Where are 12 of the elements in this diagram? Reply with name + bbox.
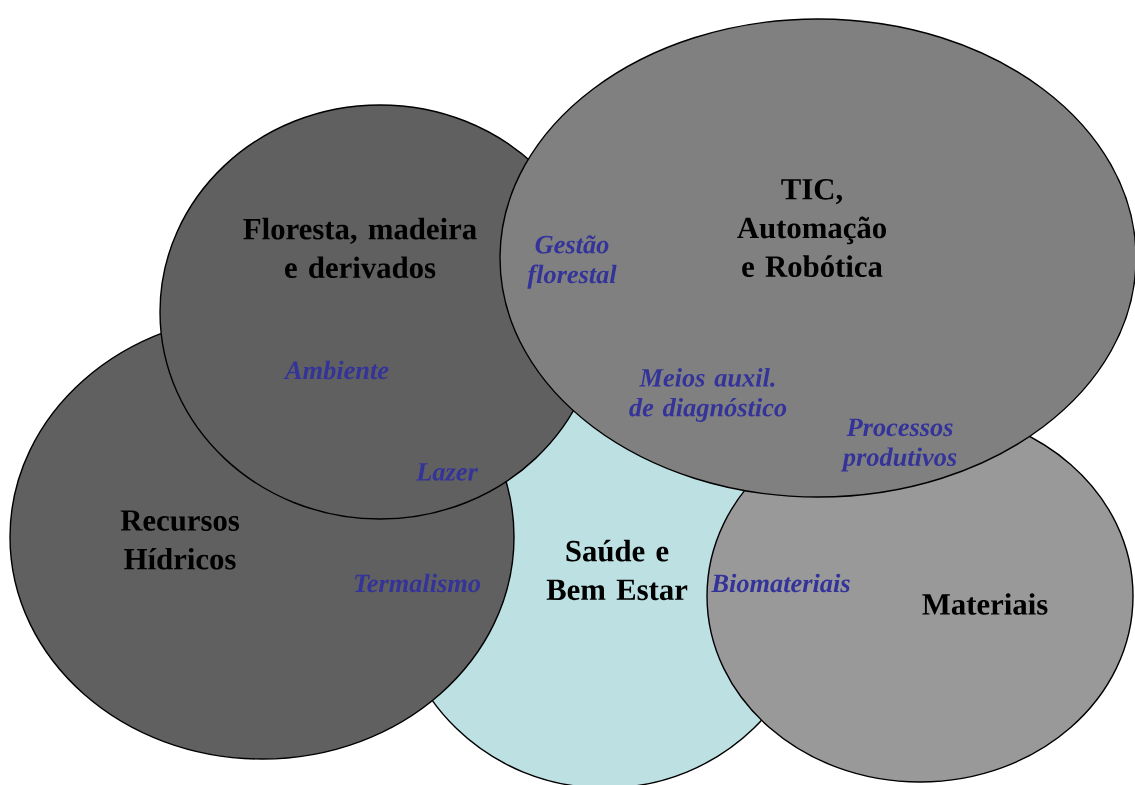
overlap-label: Gestão florestal xyxy=(527,235,617,289)
title-text: Saúde e Bem Estar xyxy=(546,539,688,601)
title-text: Floresta, madeira e derivados xyxy=(243,217,477,279)
overlap-label: Lazer xyxy=(416,463,478,481)
title-text: Materiais xyxy=(922,593,1048,615)
overlap-label: Processos produtivos xyxy=(841,418,957,472)
overlap-label: Ambiente xyxy=(283,360,389,380)
title-text: Recursos Hídricos xyxy=(120,510,240,570)
overlap-label: Termalismo xyxy=(355,573,481,593)
overlap-label: Meios auxil. de diagnóstico xyxy=(629,368,787,422)
title-text: TIC, Automação e Robótica xyxy=(737,179,886,277)
overlap-label: Biomateriais xyxy=(711,573,850,593)
